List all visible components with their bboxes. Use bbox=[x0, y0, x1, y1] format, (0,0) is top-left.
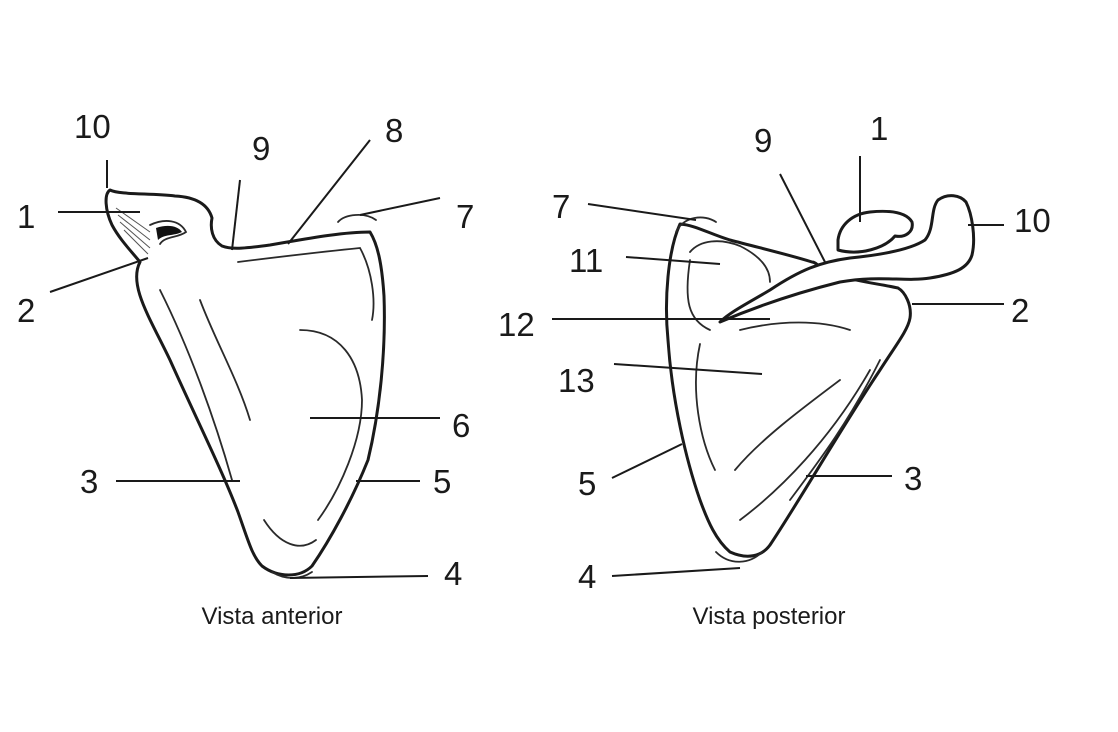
label-8-anterior: 8 bbox=[385, 112, 403, 149]
posterior-view: 9 1 7 10 11 2 12 13 5 3 4 Vista posterio… bbox=[498, 110, 1051, 630]
label-10-anterior: 10 bbox=[74, 108, 111, 145]
label-11-posterior: 11 bbox=[569, 242, 603, 279]
posterior-scapula-drawing bbox=[665, 194, 976, 563]
label-1-anterior: 1 bbox=[17, 198, 35, 235]
leader-11-posterior bbox=[625, 256, 721, 265]
label-9-anterior: 9 bbox=[252, 130, 270, 167]
label-4-posterior: 4 bbox=[578, 558, 596, 595]
label-7-posterior: 7 bbox=[552, 188, 570, 225]
leader-4-posterior bbox=[611, 567, 741, 577]
label-7-anterior: 7 bbox=[456, 198, 474, 235]
label-6-anterior: 6 bbox=[452, 407, 470, 444]
label-13-posterior: 13 bbox=[558, 362, 595, 399]
leader-9-anterior bbox=[231, 179, 241, 251]
label-12-posterior: 12 bbox=[498, 306, 535, 343]
anterior-scapula-drawing bbox=[104, 188, 386, 579]
leader-4-anterior bbox=[289, 575, 429, 579]
leader-5-posterior bbox=[611, 443, 683, 479]
caption-anterior: Vista anterior bbox=[202, 603, 343, 630]
anterior-view: 10 1 2 9 8 7 6 3 5 4 Vista anterior bbox=[17, 108, 474, 630]
label-4-anterior: 4 bbox=[444, 555, 462, 592]
label-3-anterior: 3 bbox=[80, 463, 98, 500]
leader-9-posterior bbox=[779, 173, 827, 265]
label-3-posterior: 3 bbox=[904, 460, 922, 497]
label-5-posterior: 5 bbox=[578, 465, 596, 502]
label-1-posterior: 1 bbox=[870, 110, 888, 147]
label-5-anterior: 5 bbox=[433, 463, 451, 500]
caption-posterior: Vista posterior bbox=[693, 603, 846, 630]
leader-8-anterior bbox=[287, 139, 371, 245]
leader-13-posterior bbox=[613, 363, 763, 375]
leader-2-anterior bbox=[49, 257, 149, 293]
label-2-anterior: 2 bbox=[17, 292, 35, 329]
label-10-posterior: 10 bbox=[1014, 202, 1051, 239]
label-2-posterior: 2 bbox=[1011, 292, 1029, 329]
leader-7-anterior bbox=[359, 197, 441, 216]
label-9-posterior: 9 bbox=[754, 122, 772, 159]
leader-7-posterior bbox=[587, 203, 697, 221]
